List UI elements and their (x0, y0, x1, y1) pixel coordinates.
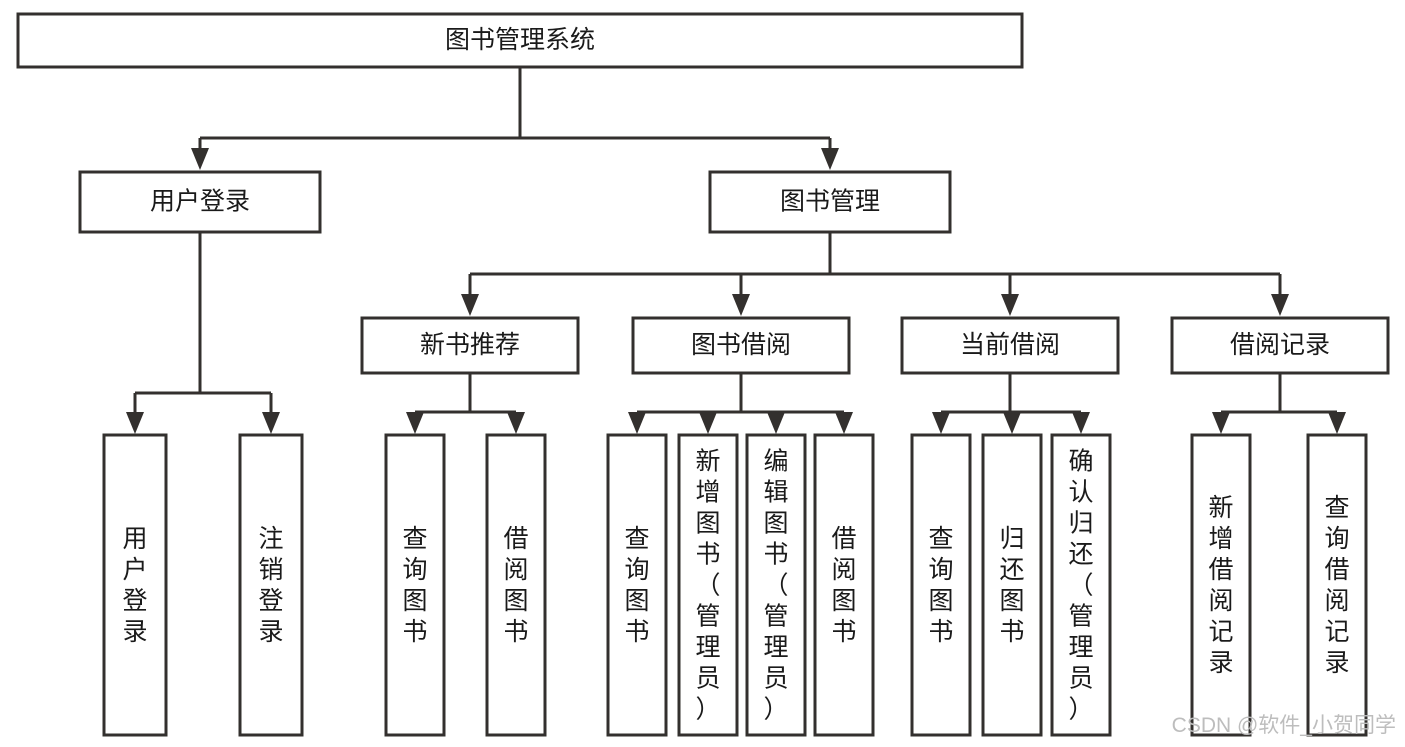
arrow-head-icon-level2-新书推荐 (461, 294, 479, 316)
node-level2-借阅记录[interactable]: 借阅记录 (1170, 316, 1390, 375)
arrow-head-icon-level2-当前借阅 (1001, 294, 1019, 316)
node-leaf-查询图书[interactable]: 查询图书 (384, 433, 446, 737)
node-level2-图书借阅-label: 图书借阅 (691, 331, 791, 359)
node-leaf-用户登录-box[interactable] (102, 433, 168, 737)
arrow-head-icon-leaf-借阅图书 (507, 412, 525, 434)
node-root-图书管理系统-box[interactable] (16, 12, 1024, 69)
node-level1-图书管理-label: 图书管理 (780, 188, 880, 216)
node-leaf-归还图书[interactable]: 归还图书 (981, 433, 1043, 737)
node-root-图书管理系统[interactable]: 图书管理系统 (16, 12, 1024, 69)
arrow-head-icon-leaf-确认归还管理员 (1072, 412, 1090, 434)
node-leaf-归还图书-label: 归还图书 (999, 525, 1024, 646)
connectors-layer (126, 67, 1346, 434)
arrow-head-icon-leaf-编辑图书管理员 (767, 412, 785, 434)
node-level2-当前借阅-box[interactable] (900, 316, 1120, 375)
node-level1-图书管理-box[interactable] (708, 170, 952, 234)
node-leaf-查询借阅记录-box[interactable] (1306, 433, 1368, 737)
arrow-head-icon-level2-借阅记录 (1271, 294, 1289, 316)
node-root-图书管理系统-label: 图书管理系统 (445, 26, 595, 54)
node-leaf-注销登录-box[interactable] (238, 433, 304, 737)
node-leaf-借阅图书-label: 借阅图书 (831, 525, 856, 646)
node-leaf-用户登录[interactable]: 用户登录 (102, 433, 168, 737)
csdn-watermark: CSDN @软件_小贺同学 (1172, 714, 1396, 737)
node-leaf-借阅图书-box[interactable] (485, 433, 547, 737)
node-leaf-编辑图书管理员-label: 编辑图书（管理员） (763, 448, 788, 724)
node-leaf-归还图书-box[interactable] (981, 433, 1043, 737)
arrow-head-icon-leaf-新增借阅记录 (1212, 412, 1230, 434)
node-leaf-确认归还管理员[interactable]: 确认归还（管理员） (1050, 433, 1112, 737)
arrow-head-icon-leaf-查询图书 (406, 412, 424, 434)
node-leaf-借阅图书[interactable]: 借阅图书 (485, 433, 547, 737)
node-leaf-查询图书-label: 查询图书 (402, 525, 427, 646)
node-leaf-新增借阅记录-box[interactable] (1190, 433, 1252, 737)
arrow-head-icon-leaf-查询借阅记录 (1328, 412, 1346, 434)
node-leaf-借阅图书[interactable]: 借阅图书 (813, 433, 875, 737)
node-level2-借阅记录-box[interactable] (1170, 316, 1390, 375)
node-level2-图书借阅-box[interactable] (631, 316, 851, 375)
arrow-head-icon-leaf-借阅图书 (835, 412, 853, 434)
nodes-layer: 图书管理系统用户登录图书管理新书推荐图书借阅当前借阅借阅记录用户登录注销登录查询… (16, 12, 1390, 737)
node-leaf-编辑图书管理员[interactable]: 编辑图书（管理员） (745, 433, 807, 737)
node-leaf-查询图书-box[interactable] (606, 433, 668, 737)
node-leaf-查询图书-box[interactable] (910, 433, 972, 737)
node-leaf-新增图书管理员-label: 新增图书（管理员） (695, 448, 720, 724)
node-leaf-查询借阅记录-label: 查询借阅记录 (1324, 494, 1349, 677)
node-leaf-用户登录-label: 用户登录 (122, 525, 147, 646)
arrow-head-icon-leaf-查询图书 (932, 412, 950, 434)
node-leaf-确认归还管理员-label: 确认归还（管理员） (1068, 448, 1093, 724)
arrow-head-icon-level1-用户登录 (191, 148, 209, 170)
node-level2-新书推荐-label: 新书推荐 (420, 331, 520, 359)
arrow-head-icon-leaf-归还图书 (1003, 412, 1021, 434)
arrow-head-icon-level1-图书管理 (821, 148, 839, 170)
node-level1-用户登录-label: 用户登录 (150, 188, 250, 216)
node-leaf-查询图书[interactable]: 查询图书 (606, 433, 668, 737)
node-leaf-确认归还管理员-box[interactable] (1050, 433, 1112, 737)
node-level2-当前借阅-label: 当前借阅 (960, 331, 1060, 359)
node-leaf-查询图书-box[interactable] (384, 433, 446, 737)
node-leaf-查询借阅记录[interactable]: 查询借阅记录 (1306, 433, 1368, 737)
node-leaf-查询图书[interactable]: 查询图书 (910, 433, 972, 737)
node-leaf-借阅图书-label: 借阅图书 (503, 525, 528, 646)
node-leaf-新增借阅记录[interactable]: 新增借阅记录 (1190, 433, 1252, 737)
node-level1-图书管理[interactable]: 图书管理 (708, 170, 952, 234)
node-level1-用户登录[interactable]: 用户登录 (78, 170, 322, 234)
node-leaf-新增图书管理员[interactable]: 新增图书（管理员） (677, 433, 739, 737)
node-leaf-注销登录-label: 注销登录 (258, 525, 283, 646)
node-leaf-借阅图书-box[interactable] (813, 433, 875, 737)
node-level2-新书推荐-box[interactable] (360, 316, 580, 375)
arrow-head-icon-leaf-注销登录 (262, 412, 280, 434)
node-leaf-新增借阅记录-label: 新增借阅记录 (1208, 494, 1233, 677)
node-leaf-查询图书-label: 查询图书 (928, 525, 953, 646)
node-leaf-新增图书管理员-box[interactable] (677, 433, 739, 737)
node-level1-用户登录-box[interactable] (78, 170, 322, 234)
arrow-head-icon-leaf-用户登录 (126, 412, 144, 434)
arrow-head-icon-level2-图书借阅 (732, 294, 750, 316)
node-level2-新书推荐[interactable]: 新书推荐 (360, 316, 580, 375)
node-level2-当前借阅[interactable]: 当前借阅 (900, 316, 1120, 375)
node-level2-图书借阅[interactable]: 图书借阅 (631, 316, 851, 375)
node-leaf-编辑图书管理员-box[interactable] (745, 433, 807, 737)
node-level2-借阅记录-label: 借阅记录 (1230, 331, 1330, 359)
arrow-head-icon-leaf-查询图书 (628, 412, 646, 434)
node-leaf-查询图书-label: 查询图书 (624, 525, 649, 646)
arrow-head-icon-leaf-新增图书管理员 (699, 412, 717, 434)
node-leaf-注销登录[interactable]: 注销登录 (238, 433, 304, 737)
